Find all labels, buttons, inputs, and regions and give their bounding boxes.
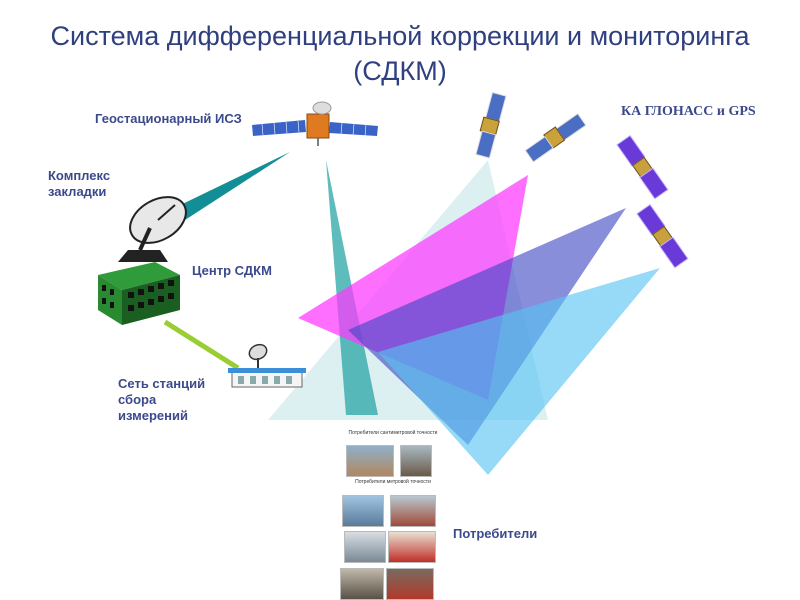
uplink-beam-teal	[170, 152, 290, 220]
ground-station-icon	[228, 343, 306, 388]
dish-antenna-icon	[118, 196, 187, 262]
consumer-photo-train	[342, 495, 384, 527]
uplink-complex-label: Комплекс закладки	[48, 168, 111, 199]
gnss-satellite-icon	[636, 203, 689, 269]
consumer-photo-car	[340, 568, 384, 600]
consumers-m-caption: Потребители метровой точности	[355, 479, 431, 485]
center-label: Центр СДКМ	[192, 263, 272, 278]
center-to-network-link	[163, 319, 240, 371]
consumer-photo-surveyors	[346, 445, 394, 477]
geostationary-satellite-icon	[252, 101, 378, 146]
gnss-label: КА ГЛОНАСС и GPS	[621, 104, 756, 119]
gnss-satellite-icon	[524, 113, 587, 163]
station-network-label: Сеть станций сбора измерений	[118, 376, 206, 423]
consumer-photo-operator	[400, 445, 432, 477]
gnss-satellite-icon	[475, 91, 507, 159]
consumer-photo-fire-truck	[388, 531, 436, 563]
diagram-title-line2: (СДКМ)	[353, 56, 447, 86]
geo-satellite-label: Геостационарный ИСЗ	[95, 111, 242, 126]
consumers-cm-caption: Потребители сантиметровой точности	[348, 430, 438, 436]
consumer-photo-truck	[386, 568, 434, 600]
consumers-label: Потребители	[453, 526, 538, 541]
gnss-satellite-icon	[616, 134, 669, 200]
consumer-photo-van	[344, 531, 386, 563]
building-icon	[98, 262, 180, 325]
diagram-title-line1: Система дифференциальной коррекции и мон…	[50, 21, 750, 51]
consumer-photo-ship	[390, 495, 436, 527]
gnss-coverage-sky	[378, 268, 660, 475]
consumers-panel: Потребители сантиметровой точности Потре…	[338, 428, 442, 600]
